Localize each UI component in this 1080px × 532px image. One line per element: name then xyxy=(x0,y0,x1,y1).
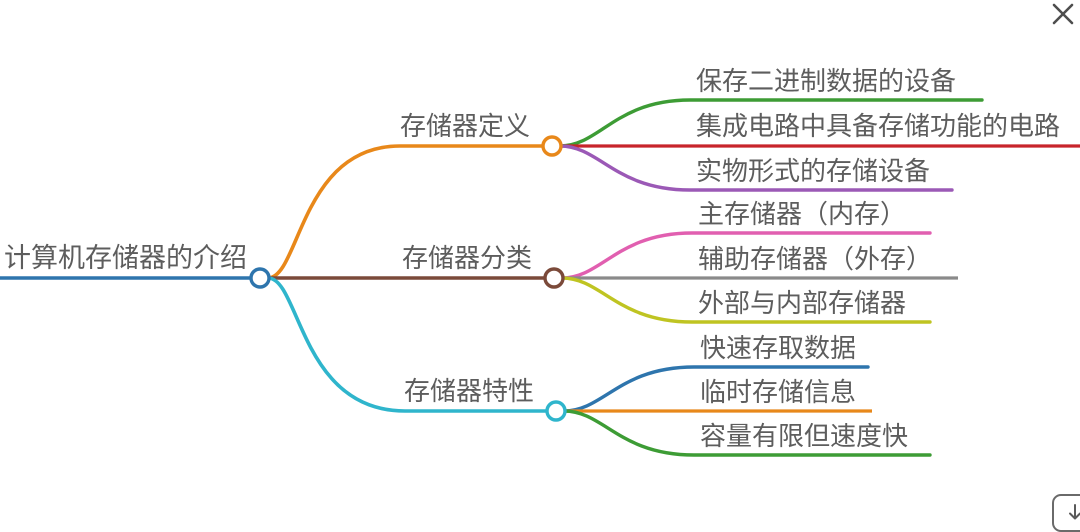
close-icon xyxy=(1052,3,1074,25)
node-circle-branch-1[interactable] xyxy=(541,135,563,157)
leaf-label-3-2[interactable]: 临时存储信息 xyxy=(700,377,857,407)
node-circle-root[interactable] xyxy=(249,267,271,289)
leaf-label-1-3[interactable]: 实物形式的存储设备 xyxy=(696,156,931,186)
branch-label-2[interactable]: 存储器分类 xyxy=(402,243,533,273)
download-button[interactable] xyxy=(1052,494,1080,532)
leaf-label-1-1[interactable]: 保存二进制数据的设备 xyxy=(696,66,957,96)
root-node-label[interactable]: 计算机存储器的介绍 xyxy=(4,243,247,273)
node-circle-branch-2[interactable] xyxy=(543,267,565,289)
branch-label-3[interactable]: 存储器特性 xyxy=(404,376,535,406)
leaf-label-2-1[interactable]: 主存储器（内存） xyxy=(698,199,907,229)
leaf-label-3-1[interactable]: 快速存取数据 xyxy=(700,333,857,363)
leaf-label-1-2[interactable]: 集成电路中具备存储功能的电路 xyxy=(696,111,1061,141)
leaf-label-3-3[interactable]: 容量有限但速度快 xyxy=(700,421,909,451)
download-icon xyxy=(1069,504,1080,520)
leaf-label-2-2[interactable]: 辅助存储器（外存） xyxy=(698,244,933,274)
leaf-label-2-3[interactable]: 外部与内部存储器 xyxy=(698,288,907,318)
branch-label-1[interactable]: 存储器定义 xyxy=(400,111,531,141)
close-button[interactable] xyxy=(1046,0,1080,31)
node-circle-branch-3[interactable] xyxy=(545,400,567,422)
